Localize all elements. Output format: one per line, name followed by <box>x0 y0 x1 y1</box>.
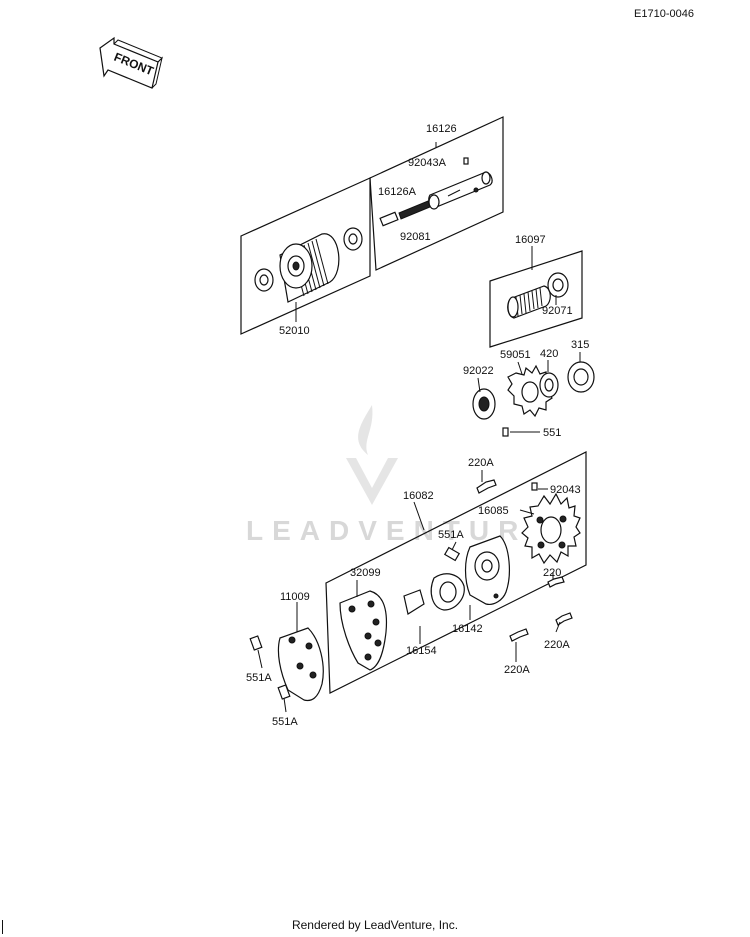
label-16142: 16142 <box>452 623 483 635</box>
label-59051: 59051 <box>500 349 531 361</box>
label-16126: 16126 <box>426 123 457 135</box>
frame-oil-pump <box>325 451 587 694</box>
oil-pump <box>249 479 581 702</box>
label-32099: 32099 <box>350 567 381 579</box>
relief-valve <box>379 157 493 227</box>
edge-mark <box>2 920 3 934</box>
leader-lines <box>257 142 581 713</box>
label-220: 220 <box>543 567 561 579</box>
label-92043: 92043 <box>550 484 581 496</box>
footer-credit: Rendered by LeadVenture, Inc. <box>291 918 459 932</box>
label-220A-top: 220A <box>468 457 494 469</box>
label-16082: 16082 <box>403 490 434 502</box>
frame-oil-filter <box>240 177 371 335</box>
label-92071: 92071 <box>542 305 573 317</box>
label-551A-mid: 551A <box>438 529 464 541</box>
frame-relief-valve <box>369 116 504 271</box>
label-315: 315 <box>571 339 589 351</box>
front-arrow-icon: FRONT <box>99 36 163 89</box>
oil-strainer <box>507 272 569 319</box>
label-420: 420 <box>540 348 558 360</box>
label-551: 551 <box>543 427 561 439</box>
diagram-id: E1710-0046 <box>634 8 694 20</box>
label-551A-left-1: 551A <box>246 672 272 684</box>
label-52010: 52010 <box>279 325 310 337</box>
label-16126A: 16126A <box>378 186 417 198</box>
label-92022: 92022 <box>463 365 494 377</box>
label-92081: 92081 <box>400 231 431 243</box>
label-220A-bottom: 220A <box>504 664 530 676</box>
label-220A-right: 220A <box>544 639 570 651</box>
label-16085: 16085 <box>478 505 509 517</box>
label-11009: 11009 <box>280 591 310 603</box>
label-16097: 16097 <box>515 234 546 246</box>
label-92043A: 92043A <box>408 157 447 169</box>
oil-filter <box>254 227 363 303</box>
label-16154: 16154 <box>406 645 437 657</box>
watermark-logo-icon <box>346 405 398 505</box>
label-551A-left-2: 551A <box>272 716 298 728</box>
drive-gear-group <box>472 361 595 437</box>
frame-strainer <box>489 250 583 348</box>
